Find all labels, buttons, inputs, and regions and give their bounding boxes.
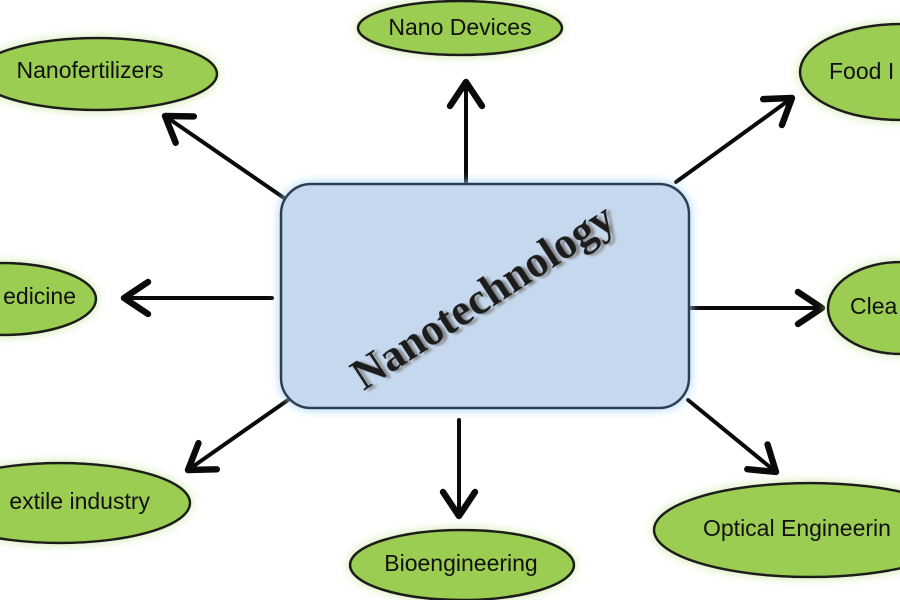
arrows <box>120 78 826 520</box>
center-box <box>279 182 691 410</box>
node-medicine: edicine <box>0 261 98 337</box>
node-textile: extile industry <box>0 461 192 545</box>
node-food-shape <box>798 22 900 122</box>
node-food: Food I <box>798 22 900 122</box>
node-medicine-label: edicine <box>3 283 76 309</box>
node-optical-shape <box>652 481 900 579</box>
arrow-to-food <box>674 94 796 184</box>
node-optical-label: Optical Engineerin <box>703 515 891 541</box>
node-clean-label: Clea <box>850 293 898 319</box>
node-nanofertilizers-label: Nanofertilizers <box>17 57 164 83</box>
node-bioengineering-label: Bioengineering <box>384 550 537 576</box>
node-nano-devices: Nano Devices <box>356 0 564 57</box>
node-nanofertilizers: Nanofertilizers <box>0 36 219 112</box>
node-textile-label: extile industry <box>9 488 150 514</box>
arrow-to-optical <box>686 398 780 476</box>
node-medicine-shape <box>0 261 98 337</box>
node-optical: Optical Engineerin <box>652 481 900 579</box>
node-nanofertilizers-shape <box>0 36 219 112</box>
node-nano-devices-label: Nano Devices <box>388 14 531 40</box>
node-textile-shape <box>0 461 192 545</box>
node-clean-shape <box>826 260 900 356</box>
node-clean: Clea <box>826 260 900 356</box>
node-food-label: Food I <box>829 58 894 84</box>
node-bioengineering-shape <box>348 528 576 600</box>
node-bioengineering: Bioengineering <box>348 528 576 600</box>
node-nano-devices-shape <box>356 0 564 57</box>
arrow-to-nanofertilizers <box>161 112 289 202</box>
arrow-to-textile <box>184 398 290 474</box>
center-node: Nanotechnology <box>279 182 691 410</box>
